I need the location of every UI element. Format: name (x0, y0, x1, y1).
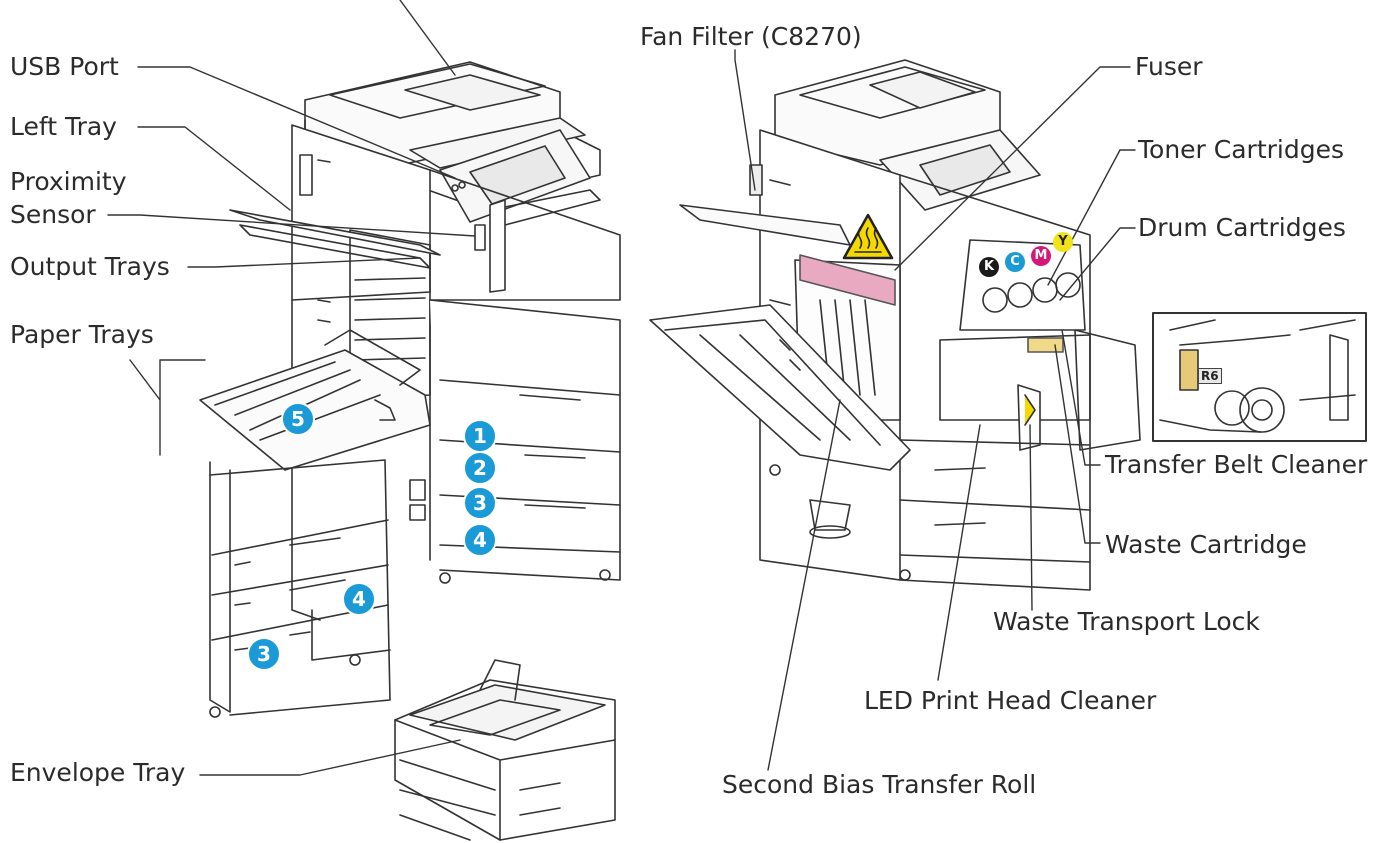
toner-magenta-badge: M (1031, 246, 1051, 266)
leader-proximity-sensor (107, 214, 476, 237)
right-printer-drawing (649, 59, 1141, 591)
leader-fan-filter (734, 49, 756, 191)
label-fuser: Fuser (1135, 52, 1203, 81)
label-led-print-head-cleaner: LED Print Head Cleaner (864, 686, 1157, 715)
leader-waste-transport-lock (1029, 424, 1033, 611)
leader-left-tray (137, 126, 291, 211)
label-proximity-line1: Proximity (10, 167, 127, 196)
tray-badge-5: 5 (281, 402, 315, 436)
toner-yellow-badge: Y (1053, 232, 1073, 252)
label-proximity-line2: Sensor (10, 200, 96, 229)
leader-led-print-head-cleaner (937, 424, 981, 681)
envelope-tray-drawing (394, 659, 616, 841)
label-second-bias-transfer-roll: Second Bias Transfer Roll (722, 770, 1037, 799)
label-left-tray: Left Tray (10, 112, 117, 141)
high-capacity-tray-drawing (209, 459, 391, 718)
label-waste-transport-lock: Waste Transport Lock (993, 607, 1260, 636)
transfer-belt-cleaner-inset (1152, 312, 1367, 442)
bracket-paper-trays (129, 359, 206, 456)
leader-waste-cartridge (1054, 344, 1101, 544)
label-fan-filter: Fan Filter (C8270) (640, 22, 862, 51)
label-toner-cartridges: Toner Cartridges (1138, 135, 1344, 164)
label-paper-trays: Paper Trays (10, 320, 154, 349)
label-drum-cartridges: Drum Cartridges (1138, 213, 1346, 242)
hc-tray-badge-4: 4 (342, 582, 376, 616)
leader-line-top (399, 0, 456, 76)
tray-badge-3: 3 (463, 486, 497, 520)
leader-lines (107, 0, 1136, 776)
leader-envelope-tray (199, 739, 461, 776)
inset-part-tag: R6 (1198, 368, 1222, 384)
tray-badge-2: 2 (463, 451, 497, 485)
leader-transfer-belt-cleaner (1061, 329, 1101, 466)
leader-drum-cartridges (1059, 227, 1136, 301)
toner-black-badge: K (979, 257, 999, 277)
leader-output-trays (187, 257, 421, 268)
left-printer-drawing (199, 61, 621, 621)
tray-badge-1: 1 (463, 419, 497, 453)
toner-cyan-badge: C (1005, 252, 1025, 272)
tray-badge-4: 4 (463, 523, 497, 557)
label-usb-port: USB Port (10, 52, 119, 81)
leader-usb-port (137, 66, 456, 179)
label-transfer-belt-cleaner: Transfer Belt Cleaner (1105, 450, 1368, 479)
leader-fuser (894, 66, 1131, 271)
leader-second-bias-transfer-roll (767, 399, 841, 771)
label-waste-cartridge: Waste Cartridge (1105, 530, 1307, 559)
hc-tray-badge-3: 3 (247, 637, 281, 671)
label-output-trays: Output Trays (10, 252, 170, 281)
label-envelope-tray: Envelope Tray (10, 758, 186, 787)
